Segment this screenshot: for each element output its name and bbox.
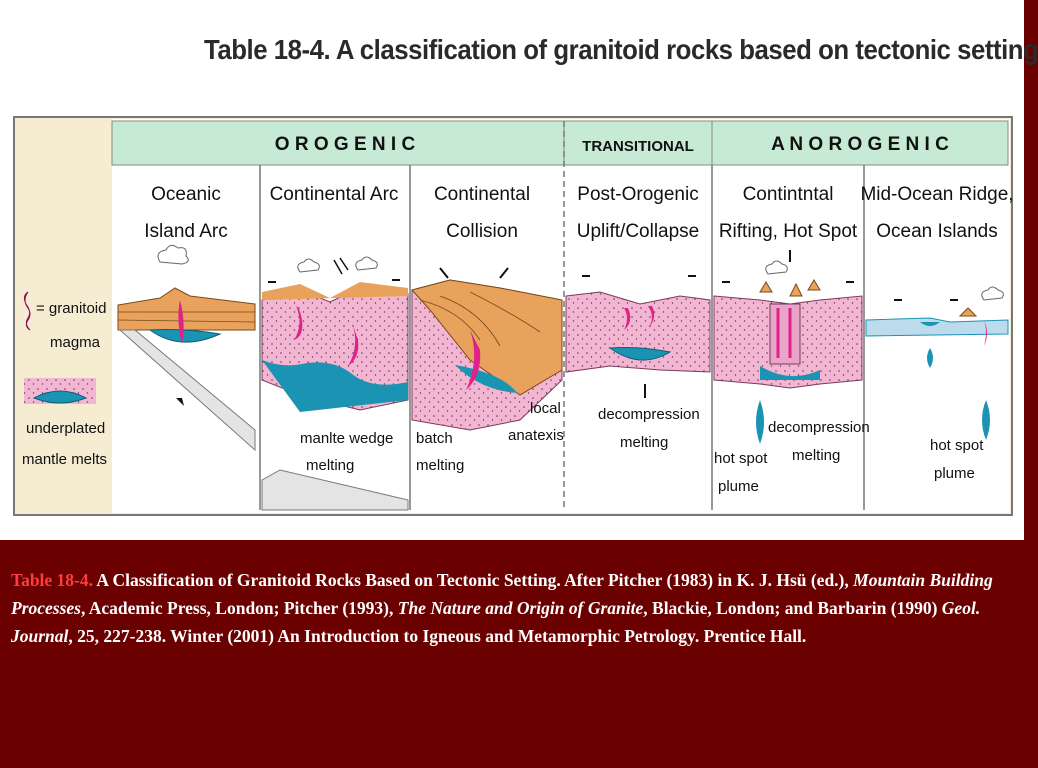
caption-part-2: , Academic Press, London; Pitcher (1993)… (80, 598, 398, 618)
header-transitional-label: TRANSITIONAL (582, 138, 694, 155)
col4-title-2: Uplift/Collapse (577, 221, 700, 242)
caption-book-title-2: The Nature and Origin of Granite (397, 598, 644, 618)
legend-underplated-2: mantle melts (22, 451, 107, 468)
caption-text: Table 18-4. A Classification of Granitoi… (11, 566, 1011, 650)
header-transitional (563, 120, 713, 166)
col3-title-2: Collision (446, 221, 518, 242)
col5-title-1: Contintntal (743, 184, 834, 205)
legend-underplate-lens (32, 390, 88, 404)
col6-label-hot-spot: hot spot (930, 437, 984, 454)
col1-illustration (117, 244, 256, 452)
legend-granitoid-1: = granitoid (36, 300, 106, 317)
column-separators (259, 121, 865, 510)
col6-title-1: Mid-Ocean Ridge, (860, 184, 1013, 205)
col5-illustration (713, 250, 863, 444)
header-orogenic (111, 120, 565, 166)
legend-underplated-1: underplated (26, 420, 105, 437)
col4-illustration (565, 275, 711, 398)
col3-label-anatexis: anatexis (508, 427, 564, 444)
col4-label-melting: melting (620, 434, 668, 451)
col1-title-2: Island Arc (144, 221, 227, 242)
legend-granitoid-2: magma (50, 334, 101, 351)
col5-label-decompression: decompression (768, 419, 870, 436)
col5-label-hot-spot: hot spot (714, 450, 768, 467)
col6-title-2: Ocean Islands (876, 221, 997, 242)
figure-title: Table 18-4. A classification of granitoi… (204, 34, 1038, 65)
col3-title-1: Continental (434, 184, 530, 205)
header-anorogenic (711, 120, 1009, 166)
caption-part-3: , Blackie, London; and Barbarin (1990) (643, 598, 942, 618)
col2-title-1: Continental Arc (270, 184, 399, 205)
col3-label-batch: batch (416, 430, 453, 447)
col1-title-1: Oceanic (151, 184, 221, 205)
col4-label-decompression: decompression (598, 406, 700, 423)
col6-illustration (865, 286, 1009, 440)
header-anorogenic-label: A N O R O G E N I C (771, 134, 949, 155)
figure-panel: Table 18-4. A classification of granitoi… (0, 0, 1038, 540)
col4-title-1: Post-Orogenic (577, 184, 698, 205)
col2-illustration (261, 256, 409, 511)
caption-book-title: Mountain Building Processes (11, 570, 993, 618)
col6-label-plume: plume (934, 465, 975, 482)
tectonic-diagram: O R O G E N I C TRANSITIONAL A N O R O G… (13, 116, 1014, 516)
caption-part-4: , 25, 227-238. Winter (2001) An Introduc… (68, 626, 807, 646)
granitoid-magma-symbol (23, 291, 31, 331)
col3-label-batch-melting: melting (416, 457, 464, 474)
col5-label-plume: plume (718, 478, 759, 495)
caption-journal: Geol. Journal (11, 598, 981, 646)
header-orogenic-label: O R O G E N I C (275, 134, 416, 155)
caption-part-1: A Classification of Granitoid Rocks Base… (93, 570, 854, 590)
col3-illustration (411, 267, 563, 431)
col5-label-melting: melting (792, 447, 840, 464)
caption-label: Table 18-4. (11, 570, 94, 590)
col5-title-2: Rifting, Hot Spot (719, 221, 858, 242)
legend-column (16, 119, 112, 513)
col2-label-manlte-wedge: manlte wedge (300, 430, 393, 447)
col3-label-local: local (530, 400, 561, 417)
col2-label-melting: melting (306, 457, 354, 474)
